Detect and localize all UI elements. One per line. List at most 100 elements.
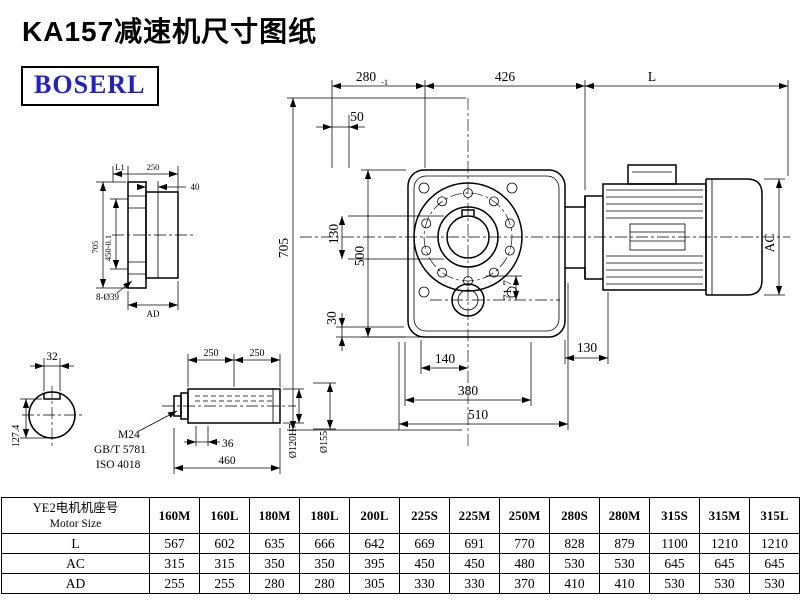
column-header-315M: 315M xyxy=(699,497,750,534)
cell-L-0: 567 xyxy=(149,533,200,554)
dim-280-label: 280 xyxy=(356,69,377,84)
cell-AC-7: 480 xyxy=(499,553,550,574)
dim-705-label: 705 xyxy=(276,238,291,259)
table-row-AC: AC 315 315 350 350 395 450 450 480 530 5… xyxy=(1,553,800,574)
row-label-AC: AC xyxy=(1,553,150,574)
column-header-225M: 225M xyxy=(449,497,500,534)
note-gbt-5781: GB/T 5781 xyxy=(94,444,146,456)
cell-AC-10: 645 xyxy=(649,553,700,574)
motor-nameplate xyxy=(629,223,686,251)
keyway-section xyxy=(43,393,61,400)
dim-250-label: 250 xyxy=(147,162,160,172)
table-header-row: YE2电机机座号 Motor Size 160M 160L 180M 180L … xyxy=(1,497,800,534)
column-header-315S: 315S xyxy=(649,497,700,534)
header-label-en: Motor Size xyxy=(49,517,102,530)
dim-L-label: L xyxy=(648,69,656,84)
header-label-cn: YE2电机机座号 xyxy=(32,500,119,515)
column-header-250M: 250M xyxy=(499,497,550,534)
technical-drawing: 280 -1 426 L 50 705 130 500 xyxy=(11,69,790,474)
cell-L-9: 879 xyxy=(599,533,650,554)
cell-AD-0: 255 xyxy=(149,573,200,594)
dim-450-label: 450-0.1 xyxy=(103,235,113,261)
cell-L-3: 666 xyxy=(299,533,350,554)
dim-500-label: 500 xyxy=(352,246,367,267)
cell-AD-12: 530 xyxy=(749,573,800,594)
cell-AC-8: 530 xyxy=(549,553,600,574)
dim-130-bottom-label: 130 xyxy=(577,340,598,355)
cell-AD-9: 410 xyxy=(599,573,650,594)
cell-L-4: 642 xyxy=(349,533,400,554)
cell-AC-0: 315 xyxy=(149,553,200,574)
dim-705-small-label: 705 xyxy=(90,241,100,254)
dim-510-label: 510 xyxy=(468,407,489,422)
cell-AD-8: 410 xyxy=(549,573,600,594)
column-header-160L: 160L xyxy=(199,497,250,534)
terminal-box xyxy=(627,164,677,185)
cell-AD-1: 255 xyxy=(199,573,250,594)
cell-AC-3: 350 xyxy=(299,553,350,574)
logo-text: BOSERL xyxy=(34,70,146,99)
cell-L-5: 669 xyxy=(399,533,450,554)
cell-L-11: 1210 xyxy=(699,533,750,554)
fan-cowl xyxy=(706,178,763,296)
column-header-180M: 180M xyxy=(249,497,300,534)
cell-AC-1: 315 xyxy=(199,553,250,574)
dim-d120-label: Ø120H7 xyxy=(288,424,299,458)
shaft-side-view: 250 250 M24 GB/T 5781 ISO 4018 36 460 Ø1… xyxy=(94,348,336,474)
main-view xyxy=(300,98,790,448)
cell-AD-4: 305 xyxy=(349,573,400,594)
dim-32-label: 32 xyxy=(46,351,58,363)
cell-AC-4: 395 xyxy=(349,553,400,574)
row-label-L: L xyxy=(1,533,150,554)
dim-L1-label: L1 xyxy=(115,162,124,172)
column-header-280M: 280M xyxy=(599,497,650,534)
dim-40-label: 40 xyxy=(191,182,201,192)
boserl-logo: BOSERL xyxy=(21,66,159,106)
cell-L-8: 828 xyxy=(549,533,600,554)
gearbox-housing xyxy=(407,169,566,338)
shaft-section-view: 32 127.4 xyxy=(11,351,84,447)
main-view-dimensions: 280 -1 426 L 50 705 130 500 xyxy=(276,69,789,431)
dim-8-holes-label: 8-Ø39 xyxy=(96,292,119,302)
dim-380-label: 380 xyxy=(458,383,479,398)
column-header-200L: 200L xyxy=(349,497,400,534)
table-row-L: L 567 602 635 666 642 669 691 770 828 87… xyxy=(1,533,800,554)
note-iso-4018: ISO 4018 xyxy=(96,459,141,471)
cell-L-6: 691 xyxy=(449,533,500,554)
page-title: KA157减速机尺寸图纸 xyxy=(22,16,318,47)
flange-view: L1 250 40 705 450-0.1 8-Ø39 AD xyxy=(90,162,200,319)
cell-AC-11: 645 xyxy=(699,553,750,574)
column-header-315L: 315L xyxy=(749,497,800,534)
dim-36-label: 36 xyxy=(222,438,234,450)
hollow-shaft-bore xyxy=(446,215,490,259)
dim-280-tolerance: -1 xyxy=(381,77,388,87)
column-header-160M: 160M xyxy=(149,497,200,534)
cell-AC-12: 645 xyxy=(749,553,800,574)
dim-AD-label: AD xyxy=(147,309,160,319)
keyway xyxy=(461,209,475,216)
dim-71-7-label: 71.7 xyxy=(502,280,514,300)
cell-L-1: 602 xyxy=(199,533,250,554)
dim-30-label: 30 xyxy=(324,311,339,325)
cell-AD-10: 530 xyxy=(649,573,700,594)
dim-50-label: 50 xyxy=(350,109,364,124)
cell-AD-2: 280 xyxy=(249,573,300,594)
cell-AD-3: 280 xyxy=(299,573,350,594)
cell-AC-5: 450 xyxy=(399,553,450,574)
cell-AC-2: 350 xyxy=(249,553,300,574)
cell-AD-11: 530 xyxy=(699,573,750,594)
dim-130-left-label: 130 xyxy=(326,224,341,245)
dim-250-b-label: 250 xyxy=(250,348,265,359)
cell-L-12: 1210 xyxy=(749,533,800,554)
row-label-AD: AD xyxy=(1,573,150,594)
dim-AC-label: AC xyxy=(762,234,777,253)
note-m24: M24 xyxy=(118,429,140,441)
dim-127-4-label: 127.4 xyxy=(11,425,22,448)
cell-AD-6: 330 xyxy=(449,573,500,594)
dim-250-a-label: 250 xyxy=(204,348,219,359)
column-header-225S: 225S xyxy=(399,497,450,534)
cell-L-10: 1100 xyxy=(649,533,700,554)
cell-AD-5: 330 xyxy=(399,573,450,594)
dim-140-label: 140 xyxy=(435,351,456,366)
